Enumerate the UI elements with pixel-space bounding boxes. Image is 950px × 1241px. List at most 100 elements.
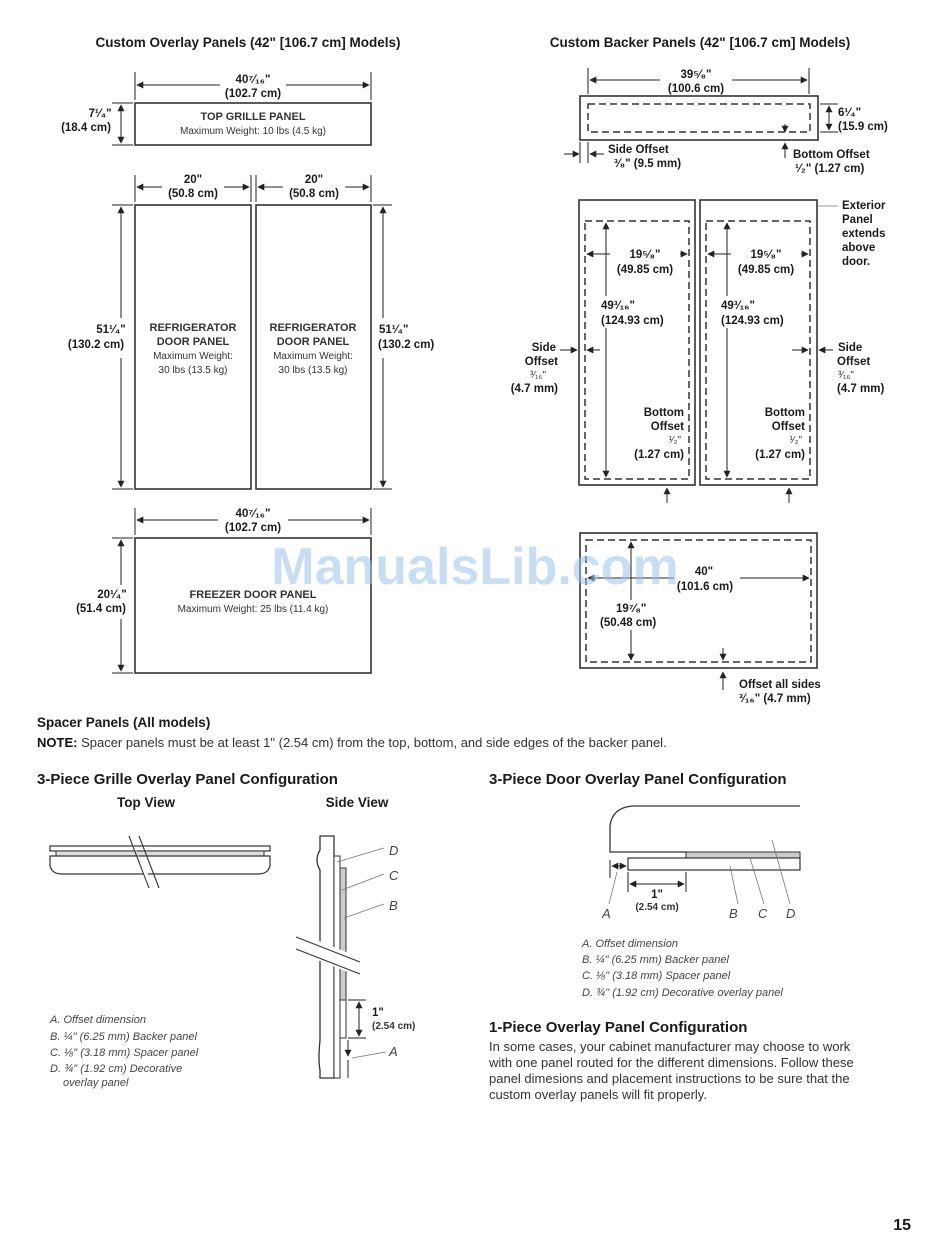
side-offset-right-val-mm: (4.7 mm)	[837, 383, 884, 395]
door-right-width-cm: (50.8 cm)	[289, 188, 339, 200]
side-letter-c: C	[389, 868, 399, 883]
door-one-inch: 1"	[651, 889, 663, 901]
top-grille-panel	[134, 102, 372, 146]
backer-freezer-height-in: 19⁷⁄₈"	[616, 603, 646, 615]
right-door-weight-2: 30 lbs (13.5 kg)	[279, 365, 348, 376]
overlay-top-width-cm: (102.7 cm)	[225, 88, 281, 100]
one-piece-line-4: custom overlay panels will fit properly.	[489, 1087, 707, 1102]
freezer-width-in: 40⁷⁄₁₆"	[236, 508, 271, 520]
side-offset-left-label-1: Side	[532, 342, 556, 354]
door-caption-c: C. ⅛" (3.18 mm) Spacer panel	[582, 970, 731, 982]
exterior-note-5: door.	[842, 256, 870, 268]
backer-side-offset-label: Side Offset	[608, 144, 669, 156]
backer-bottom-offset-label: Bottom Offset	[793, 149, 870, 161]
offset-all-sides-label: Offset all sides	[739, 679, 821, 691]
freezer-height-in: 20¹⁄₄"	[97, 589, 126, 601]
backer-freezer-width-cm: (101.6 cm)	[677, 581, 733, 593]
side-offset-left-val-mm: (4.7 mm)	[511, 383, 558, 395]
grille-caption-d1: D. ¾" (1.92 cm) Decorative	[50, 1063, 182, 1075]
backer-door-right-height-cm: (124.93 cm)	[721, 315, 784, 327]
side-offset-left-label-2: Offset	[525, 356, 558, 368]
backer-door-left-height-in: 49³⁄₁₆"	[601, 300, 635, 312]
door-caption-d: D. ¾" (1.92 cm) Decorative overlay panel	[582, 987, 783, 999]
right-door-weight-1: Maximum Weight:	[273, 351, 353, 362]
side-letter-a: A	[388, 1044, 398, 1059]
backer-top-width-in: 39⁵⁄₈"	[681, 69, 712, 81]
bottom-offset-right-label-2: Offset	[772, 421, 805, 433]
bottom-offset-right-val-cm: (1.27 cm)	[755, 449, 805, 461]
right-door-label-2: DOOR PANEL	[277, 336, 350, 348]
offset-all-sides-value: ³⁄₁₆" (4.7 mm)	[739, 693, 811, 705]
door-letter-d: D	[786, 906, 795, 921]
side-letter-d: D	[389, 843, 398, 858]
side-offset-right-label-2: Offset	[837, 356, 870, 368]
spacer-panels-section: Spacer Panels (All models) NOTE: Spacer …	[37, 715, 667, 750]
backer-door-right-width-in: 19⁵⁄₈"	[751, 249, 782, 261]
left-door-label-2: DOOR PANEL	[157, 336, 230, 348]
top-view-label: Top View	[117, 795, 176, 810]
one-piece-line-2: with one panel routed for the different …	[488, 1055, 854, 1070]
door-config-title: 3-Piece Door Overlay Panel Configuration	[489, 771, 787, 788]
backer-top-panel	[579, 95, 819, 141]
door-config-drawing: 1" (2.54 cm) A B C D	[601, 805, 801, 921]
backer-top-width-cm: (100.6 cm)	[668, 83, 724, 95]
bottom-offset-right-val-in: ¹⁄₂"	[790, 435, 803, 446]
grille-side-view-drawing: D C B 1" (2.54 cm) A	[294, 835, 415, 1079]
one-piece-section: 1-Piece Overlay Panel Configuration In s…	[488, 1019, 854, 1102]
door-caption-b: B. ¼" (6.25 mm) Backer panel	[582, 954, 730, 966]
backer-door-panel-left	[578, 199, 696, 486]
door-letter-c: C	[758, 906, 768, 921]
refrigerator-door-panel-left	[134, 204, 252, 490]
grille-top-view-drawing	[49, 835, 271, 889]
door-one-inch-cm: (2.54 cm)	[635, 902, 678, 913]
one-piece-title: 1-Piece Overlay Panel Configuration	[489, 1019, 747, 1036]
spacer-panels-title: Spacer Panels (All models)	[37, 715, 210, 730]
overlay-top-width-in: 40⁷⁄₁₆"	[236, 74, 271, 86]
top-grille-weight: Maximum Weight: 10 lbs (4.5 kg)	[180, 126, 326, 137]
overlay-top-height-in: 7¹⁄₄"	[88, 108, 111, 120]
exterior-note-4: above	[842, 242, 875, 254]
manualslib-watermark: ManualsLib.com	[271, 538, 678, 596]
one-piece-line-3: panel dimesions and placement instructio…	[489, 1071, 850, 1086]
grille-caption-c: C. ⅛" (3.18 mm) Spacer panel	[50, 1047, 199, 1059]
one-piece-line-1: In some cases, your cabinet manufacturer…	[489, 1039, 851, 1054]
backer-panels-diagram: Custom Backer Panels (42" [106.7 cm] Mod…	[511, 35, 888, 705]
grille-caption-b: B. ¼" (6.25 mm) Backer panel	[50, 1031, 198, 1043]
exterior-note-3: extends	[842, 228, 885, 240]
door-height-left-in: 51¹⁄₄"	[96, 324, 125, 336]
bottom-offset-left-val-cm: (1.27 cm)	[634, 449, 684, 461]
backer-door-right-height-in: 49³⁄₁₆"	[721, 300, 755, 312]
grille-caption-a: A. Offset dimension	[49, 1014, 146, 1026]
exterior-note-1: Exterior	[842, 200, 886, 212]
spacer-note: NOTE: Spacer panels must be at least 1" …	[37, 735, 667, 750]
side-one-inch-cm: (2.54 cm)	[372, 1021, 415, 1032]
refrigerator-door-panel-right	[255, 204, 372, 490]
bottom-offset-left-val-in: ¹⁄₂"	[669, 435, 682, 446]
freezer-width-cm: (102.7 cm)	[225, 522, 281, 534]
overlay-top-height-cm: (18.4 cm)	[61, 122, 111, 134]
backer-door-panel-right	[699, 199, 818, 486]
top-grille-label: TOP GRILLE PANEL	[200, 111, 305, 123]
left-door-label-1: REFRIGERATOR	[150, 322, 237, 334]
grille-config-title: 3-Piece Grille Overlay Panel Configurati…	[37, 771, 338, 788]
spacer-note-label: NOTE:	[37, 735, 77, 750]
freezer-door-panel	[134, 537, 372, 674]
page-number: 15	[893, 1217, 911, 1234]
side-view-label: Side View	[326, 795, 389, 810]
bottom-offset-left-label-2: Offset	[651, 421, 684, 433]
grille-caption-d2: overlay panel	[63, 1077, 129, 1089]
freezer-height-cm: (51.4 cm)	[76, 603, 126, 615]
bottom-offset-right-label-1: Bottom	[765, 407, 805, 419]
door-left-width-cm: (50.8 cm)	[168, 188, 218, 200]
left-door-weight-2: 30 lbs (13.5 kg)	[159, 365, 228, 376]
side-offset-right-val-in: ³⁄₁₆"	[838, 370, 854, 381]
side-letter-b: B	[389, 898, 398, 913]
exterior-note-2: Panel	[842, 214, 873, 226]
door-height-right-in: 51¹⁄₄"	[379, 324, 408, 336]
side-one-inch: 1"	[372, 1007, 384, 1019]
backer-top-height-cm: (15.9 cm)	[838, 121, 888, 133]
door-left-width-in: 20"	[184, 174, 202, 186]
door-height-left-cm: (130.2 cm)	[68, 339, 124, 351]
side-offset-left-val-in: ³⁄₁₆"	[530, 370, 546, 381]
backer-freezer-width-in: 40"	[695, 566, 713, 578]
